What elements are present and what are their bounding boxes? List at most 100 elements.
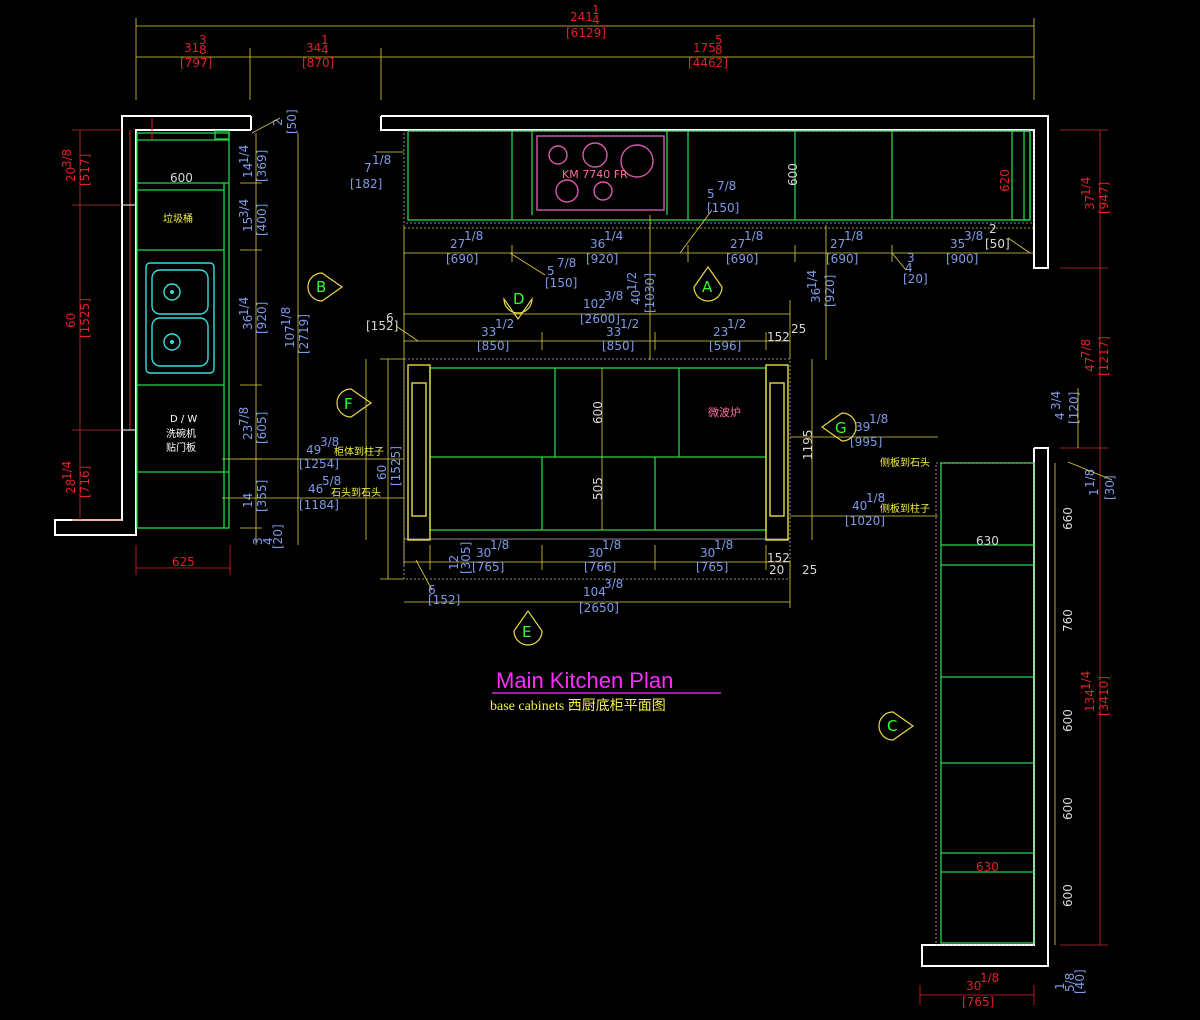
top-dimension-chain: 241 1 4 [6129] 31 3 8 [797] 34 1 4 [870]… [135, 3, 1035, 100]
left-blue-dims: 14 1/4 [369] 15 3/4 [400] 36 1/4 [920] 2… [237, 109, 311, 549]
dim-1-frac: 1/8 [1083, 469, 1097, 488]
overall-dim-frac-d: 4 [592, 13, 600, 27]
dim-33b-frac: 1/2 [620, 317, 639, 331]
dim-600-r2: 600 [1061, 797, 1075, 820]
label-dishwasher-cn: 洗碗机 [166, 427, 196, 440]
dim-15-mm: [400] [255, 204, 269, 236]
dim-27a: 27 [450, 237, 465, 251]
dim-27c: 27 [830, 237, 845, 251]
dim-2-blue: 2 [271, 118, 285, 126]
right-red-dims: 37 1/4 [947] 47 7/8 [1217] 134 1/4 [3410… [1049, 129, 1117, 946]
overall-dim-frac-n: 1 [592, 3, 600, 17]
dim-33a-frac: 1/2 [495, 317, 514, 331]
dim-5b-top: 5 [547, 264, 555, 278]
dim-3-top: 3 [907, 251, 915, 265]
seg2-dim-frac-n: 1 [321, 33, 329, 47]
dim-30c: 30 [700, 546, 715, 560]
island-left-dims: 49 3/8 [1254] 柜体到柱子 46 5/8 [1184] 石头到石头 [222, 359, 404, 540]
right-run-dims: 660 760 600 600 600 1 5/8 [40] 30 1/8 [7… [919, 463, 1087, 1009]
dim-27b-frac: 1/8 [744, 229, 763, 243]
section-label-a: A [702, 278, 713, 296]
label-dw: D / W [170, 414, 197, 425]
dim-625-group: 625 [135, 545, 231, 575]
dim-37-frac: 1/4 [1079, 177, 1093, 196]
top-run-dims: 27 1/8 [690] 36 1/4 [920] 27 1/8 [690] 2… [350, 151, 1034, 565]
dim-23-frac: 7/8 [237, 407, 251, 426]
dim-5-top: 5 [707, 187, 715, 201]
dim-760: 760 [1061, 609, 1075, 632]
dim-152-top: 152 [767, 330, 790, 344]
dim-30a-mm: [765] [472, 560, 504, 574]
dim-1-bottom-right-frac: 5/8 [1063, 973, 1077, 992]
dim-27c-mm: [690] [826, 252, 858, 266]
dim-102-mm: [2600] [580, 312, 620, 326]
dim-505-island: 505 [591, 477, 605, 500]
dim-600-island: 600 [591, 401, 605, 424]
dim-6-top: 6 [386, 311, 394, 325]
dim-28-mm: [716] [78, 466, 92, 498]
dim-20-bottom: 20 [769, 563, 784, 577]
dim-104-frac: 3/8 [604, 577, 623, 591]
seg1-dim-in: 31 [184, 41, 199, 55]
section-marker-e: E [513, 609, 543, 646]
seg2-dim-in: 34 [306, 41, 321, 55]
section-label-d: D [513, 290, 525, 308]
dim-134-frac: 1/4 [1079, 671, 1093, 690]
dim-14b-blue: 14 [241, 493, 255, 508]
dim-36: 36 [590, 237, 605, 251]
section-marker-c: C [878, 711, 915, 741]
title-sub: base cabinets 西厨底柜平面图 [490, 698, 666, 714]
dim-36b-frac: 1/4 [805, 270, 819, 289]
dim-40-mm: [1030] [643, 273, 657, 313]
dim-35-frac: 3/8 [964, 229, 983, 243]
dim-1-right: 1 [1087, 488, 1101, 496]
label-cabinet-to-pillar: 柜体到柱子 [334, 445, 384, 458]
dim-36-mm: [920] [255, 302, 269, 334]
dim-630-bottom: 630 [976, 860, 999, 874]
section-marker-f: F [336, 388, 373, 418]
dim-107-blue: 107 [283, 325, 297, 348]
dim-36-frac: 1/4 [237, 297, 251, 316]
dim-1-bottom-right-mm: [40] [1073, 969, 1087, 994]
dim-33b-mm: [850] [602, 339, 634, 353]
top-cabinet-run [403, 130, 1035, 224]
dim-5b-top-frac: 7/8 [557, 256, 576, 270]
dim-27a-mm: [690] [446, 252, 478, 266]
dim-107-frac: 1/8 [279, 307, 293, 326]
dim-33a-mm: [850] [477, 339, 509, 353]
dim-4-right: 4 [1053, 412, 1067, 420]
island-top-dims: 102 3/8 [2600] 40 1/2 [1030] 33 1/2 [850… [366, 272, 806, 359]
dim-47-right: 47 [1083, 357, 1097, 372]
dim-23-island: 23 [713, 325, 728, 339]
dim-27a-frac: 1/8 [464, 229, 483, 243]
dim-36-frac: 1/4 [604, 229, 623, 243]
dim-33a: 33 [481, 325, 496, 339]
section-marker-d: D [503, 290, 533, 321]
dim-46-frac: 5/8 [322, 474, 341, 488]
dim-4-frac: 3/4 [1049, 391, 1063, 410]
dim-600-left: 600 [170, 171, 193, 185]
dim-134-mm: [3410] [1097, 676, 1111, 716]
island-bottom-dims: 30 1/8 [765] 30 1/8 [766] 30 1/8 [765] 1… [375, 358, 817, 615]
section-label-e: E [522, 623, 531, 641]
seg3-dim-in: 175 [693, 41, 716, 55]
overall-dim-in: 241 [570, 10, 593, 24]
label-panel-cn: 贴门板 [166, 441, 196, 454]
dim-600-r1: 600 [1061, 709, 1075, 732]
dim-3-frac: 4 [261, 537, 275, 545]
dim-7-top-mm: [182] [350, 177, 382, 191]
dim-5b-top-mm: [150] [545, 276, 577, 290]
section-label-f: F [344, 395, 353, 413]
dim-30a: 30 [476, 546, 491, 560]
dim-152-bottom: 152 [767, 551, 790, 565]
dim-6-bottom-mm: [152] [428, 593, 460, 607]
dim-5-top-mm: [150] [707, 201, 739, 215]
island-right-dims: 1195 39 1/8 [995] 侧板到石头 40 1/8 [1020] 侧板… [790, 359, 938, 540]
dim-600-top: 600 [786, 163, 800, 186]
dim-36-blue: 36 [241, 315, 255, 330]
dim-20-mm: [517] [78, 154, 92, 186]
label-stone-to-stone: 石头到石头 [331, 487, 381, 499]
dim-27b-mm: [690] [726, 252, 758, 266]
dim-2-top-mm: [50] [985, 237, 1010, 251]
dim-3-top-mm: [20] [903, 272, 928, 286]
